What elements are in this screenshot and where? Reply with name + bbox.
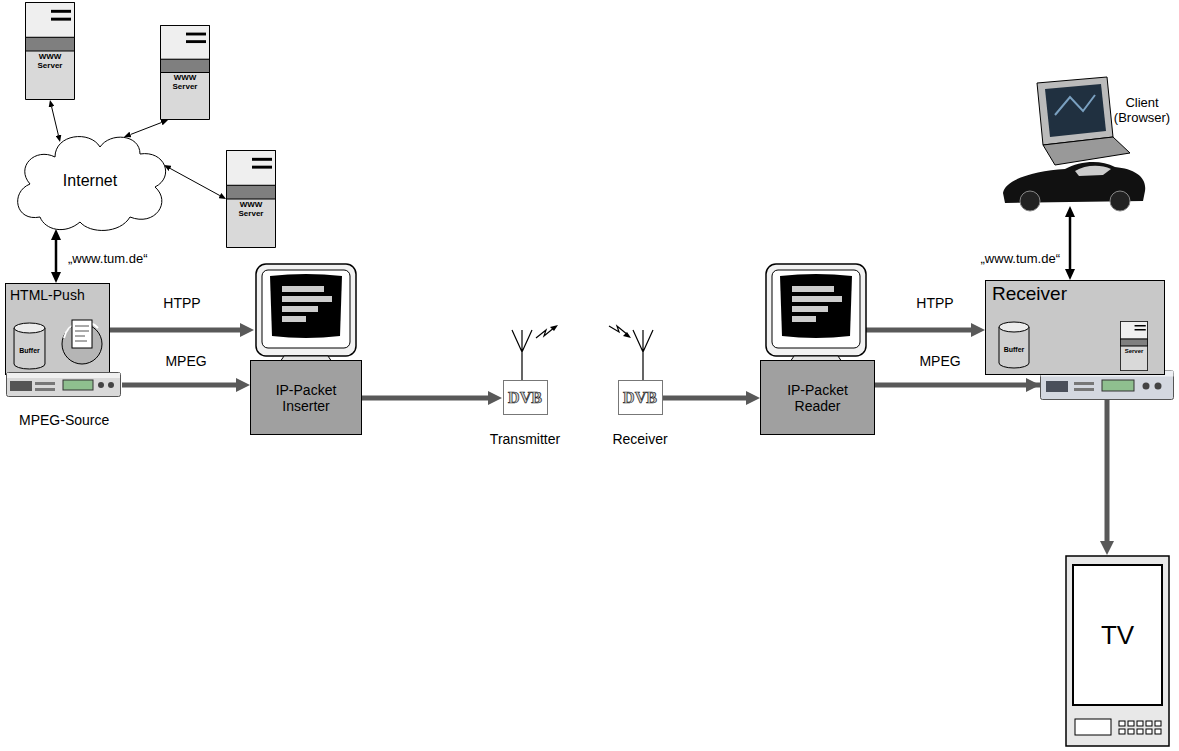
connector xyxy=(110,328,240,333)
node-label: HTML-Push xyxy=(10,287,85,303)
text-area: HTML-Push xyxy=(10,287,85,303)
connector xyxy=(52,107,59,135)
cyl-outline xyxy=(998,321,1030,369)
edge-label: HTPP xyxy=(161,295,202,311)
text-area: DVB Receiver xyxy=(595,380,685,447)
connector xyxy=(1069,217,1072,269)
monitor-icon xyxy=(764,262,868,374)
illustration xyxy=(1065,555,1170,747)
text-area: Receiver xyxy=(992,283,1067,305)
logo-text: DVB xyxy=(503,380,548,415)
illustration xyxy=(5,368,123,400)
antenna-icon xyxy=(595,322,685,382)
connector xyxy=(131,123,162,135)
server-icon: WWW Server xyxy=(160,25,210,120)
buffer-cylinder: Buffer xyxy=(13,322,46,370)
node-label: MPEG-Source xyxy=(19,412,109,428)
text-area: Buffer xyxy=(13,334,46,366)
illustration xyxy=(595,322,685,382)
text-area: Buffer xyxy=(998,333,1030,365)
tv-set: TV xyxy=(1065,555,1170,747)
node-label: Client (Browser) xyxy=(1112,95,1172,125)
buffer-cylinder: Buffer xyxy=(998,321,1030,369)
text-area: WWW Server xyxy=(226,201,276,219)
node-label: Receiver xyxy=(612,431,667,447)
internet-cloud: Internet xyxy=(10,122,170,235)
connector xyxy=(662,396,746,401)
mpeg-source: MPEG-Source xyxy=(5,368,135,438)
monitor-icon xyxy=(254,262,358,374)
connector xyxy=(170,168,220,195)
logo-text: DVB xyxy=(618,380,663,415)
illustration xyxy=(58,314,106,369)
edge-label: MPEG xyxy=(163,353,208,369)
server-icon: Server xyxy=(1120,321,1148,371)
text-area: WWW Server xyxy=(160,74,210,92)
illustration xyxy=(764,262,868,374)
cyl-outline xyxy=(13,322,46,370)
text-area: IP-Packet Reader xyxy=(760,360,875,435)
text-area: IP-Packet Inserter xyxy=(250,360,362,435)
node-label: WWW Server xyxy=(229,201,273,219)
connector xyxy=(362,396,488,401)
server-outline xyxy=(25,2,75,100)
text-area: DVB Transmitter xyxy=(480,380,570,447)
node-label: Server xyxy=(1120,348,1148,355)
node-label: Internet xyxy=(63,172,117,190)
server-icon: WWW Server xyxy=(25,2,75,100)
text-area: TV xyxy=(1073,565,1162,705)
tv-frame xyxy=(1065,555,1170,747)
text-area: Server xyxy=(1120,348,1148,355)
ip-packet-inserter: IP-Packet Inserter xyxy=(250,262,362,435)
edge-label: MPEG xyxy=(917,353,962,369)
edge-label: „www.tum.de“ xyxy=(979,251,1062,266)
html-push-box: HTML-PushBuffer xyxy=(5,283,110,375)
node-label: IP-Packet Inserter xyxy=(267,382,345,414)
node-label: WWW Server xyxy=(28,53,72,71)
text-area: MPEG-Source xyxy=(19,412,109,428)
mpeg-device xyxy=(5,368,123,400)
edge-label: „www.tum.de“ xyxy=(66,251,149,266)
server-icon: WWW Server xyxy=(226,150,276,248)
node-label: Transmitter xyxy=(490,431,560,447)
edge-label: HTPP xyxy=(914,295,955,311)
push-icon xyxy=(58,314,106,369)
dvb-receiver: DVB Receiver xyxy=(595,322,685,455)
text-area: Internet xyxy=(10,122,170,235)
server-outline xyxy=(1120,321,1148,371)
antenna-icon xyxy=(480,322,570,382)
connector xyxy=(866,328,971,333)
node-label: TV xyxy=(1101,620,1134,651)
connector xyxy=(122,383,236,388)
connector xyxy=(875,385,1107,541)
node-label: Buffer xyxy=(1004,346,1025,353)
illustration xyxy=(480,322,570,382)
ip-packet-reader: IP-Packet Reader xyxy=(760,262,875,435)
connector xyxy=(55,240,58,272)
receiver-box: ReceiverBuffer Server xyxy=(985,280,1165,375)
text-area: Client (Browser) xyxy=(1112,95,1172,125)
text-area: WWW Server xyxy=(25,53,75,71)
node-label: WWW Server xyxy=(163,74,207,92)
server-outline xyxy=(226,150,276,248)
server-outline xyxy=(160,25,210,120)
illustration xyxy=(254,262,358,374)
node-label: IP-Packet Reader xyxy=(779,382,857,414)
dvb-transmitter: DVB Transmitter xyxy=(480,322,570,455)
node-label: Receiver xyxy=(992,283,1067,305)
node-label: Buffer xyxy=(19,347,40,354)
client-browser: Client (Browser) xyxy=(995,75,1175,215)
